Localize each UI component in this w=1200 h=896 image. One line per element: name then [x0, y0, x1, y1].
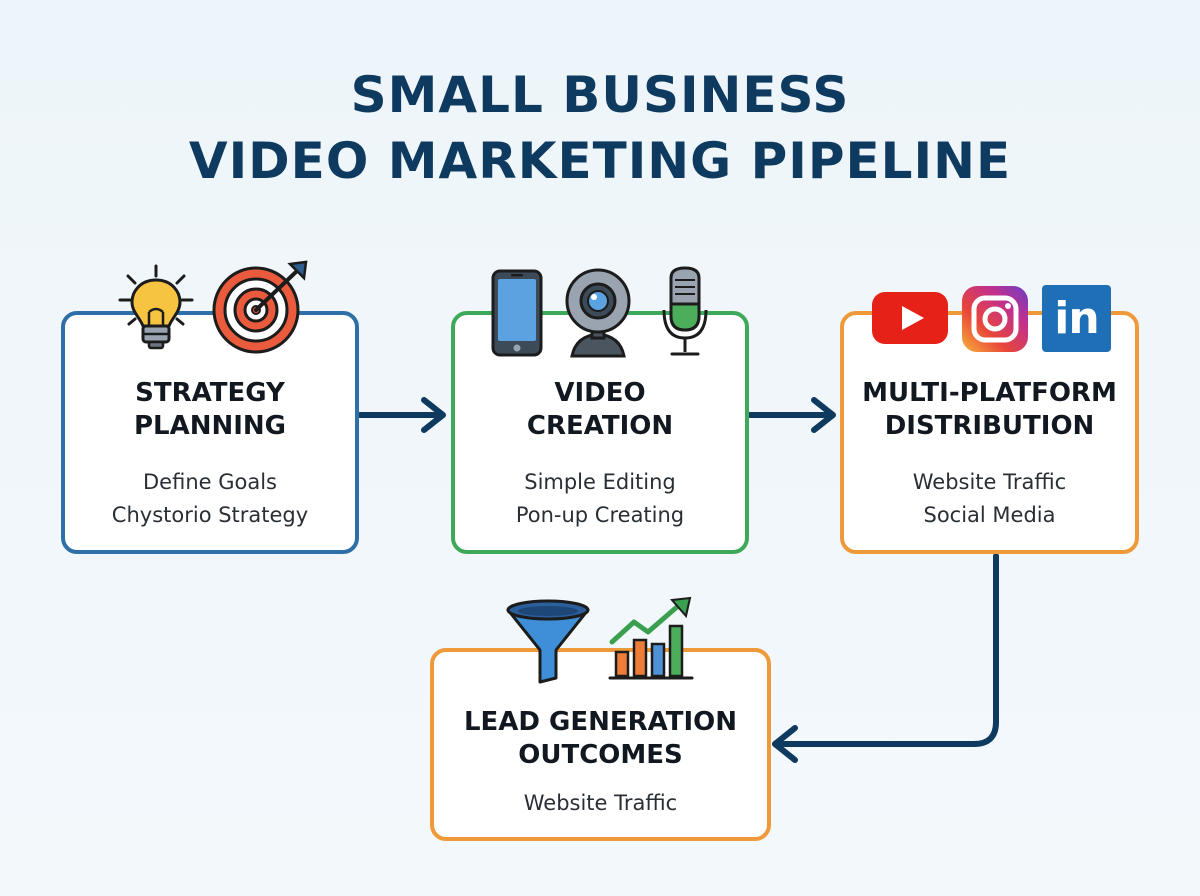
webcam-icon [565, 268, 631, 358]
strategy-line-1: Define Goals [143, 470, 277, 494]
video-creation-heading: VIDEO CREATION [526, 378, 674, 441]
funnel-icon [506, 599, 590, 684]
growth-chart-icon [608, 596, 694, 680]
arrowhead-strategy-to-creation [421, 397, 446, 433]
arrowhead-creation-to-distribution [811, 397, 836, 433]
distribution-line-1: Website Traffic [912, 470, 1067, 494]
lightbulb-icon [118, 264, 194, 350]
page-title: SMALL BUSINESS VIDEO MARKETING PIPELINE [0, 62, 1200, 194]
video-creation-details: Simple Editing Pon-up Creating [455, 466, 745, 532]
strategy-planning-details: Define Goals Chystorio Strategy [65, 466, 355, 532]
lead-generation-card: LEAD GENERATION OUTCOMES Website Traffic [430, 648, 771, 841]
lead-generation-heading: LEAD GENERATION OUTCOMES [463, 707, 738, 770]
target-icon [212, 260, 308, 354]
title-line-2: VIDEO MARKETING PIPELINE [188, 132, 1012, 190]
title-line-1: SMALL BUSINESS [350, 66, 850, 124]
youtube-icon [872, 292, 948, 344]
linkedin-logo-text: in [1054, 293, 1099, 344]
connector-distribution-to-outcomes [773, 553, 999, 747]
distribution-line-2: Social Media [923, 503, 1056, 527]
smartphone-icon [491, 269, 543, 357]
linkedin-icon: in [1042, 285, 1111, 352]
strategy-line-2: Chystorio Strategy [111, 503, 309, 527]
microphone-icon [662, 266, 708, 356]
strategy-planning-heading: STRATEGY PLANNING [133, 378, 287, 441]
creation-line-2: Pon-up Creating [515, 503, 685, 527]
strategy-planning-card: STRATEGY PLANNING Define Goals Chystorio… [61, 311, 359, 554]
arrowhead-distribution-to-outcomes [772, 725, 798, 763]
distribution-heading: MULTI-PLATFORM DISTRIBUTION [862, 378, 1117, 441]
creation-line-1: Simple Editing [524, 470, 676, 494]
lead-generation-details: Website Traffic [434, 787, 767, 820]
outcomes-line-1: Website Traffic [523, 791, 678, 815]
distribution-details: Website Traffic Social Media [844, 466, 1135, 532]
instagram-icon [962, 286, 1028, 352]
